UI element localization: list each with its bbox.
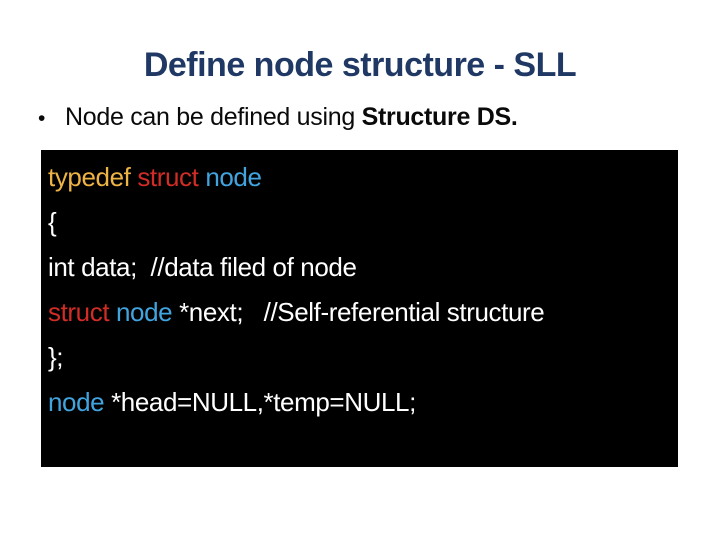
slide-title: Define node structure - SLL: [143, 46, 577, 84]
bullet-text-regular: Node can be defined using: [65, 103, 362, 131]
code-token: {: [48, 207, 57, 237]
code-token: node: [48, 387, 112, 417]
bullet-text-bold: Structure DS.: [361, 103, 518, 131]
code-token: };: [48, 342, 64, 372]
code-token: int data; //data filed of node: [48, 252, 357, 282]
code-token: node: [116, 297, 180, 327]
code-line-5: };: [48, 335, 678, 380]
code-token: struct: [48, 297, 116, 327]
code-line-6: node *head=NULL,*temp=NULL;: [48, 380, 678, 425]
code-token: struct: [137, 162, 206, 192]
code-line-2: {: [48, 200, 678, 245]
code-line-3: int data; //data filed of node: [48, 245, 678, 290]
code-token: *next; //Self-referential structure: [179, 297, 545, 327]
code-block: typedef struct node { int data; //data f…: [41, 150, 678, 467]
code-line-4: struct node *next; //Self-referential st…: [48, 290, 678, 335]
code-line-1: typedef struct node: [48, 155, 678, 200]
code-token: typedef: [48, 162, 138, 192]
bullet-icon: •: [38, 107, 46, 130]
bullet-item: • Node can be defined using Structure DS…: [38, 101, 698, 135]
code-token: *head=NULL,*temp=NULL;: [111, 387, 416, 417]
bullet-text: Node can be defined using Structure DS.: [65, 101, 518, 133]
code-token: node: [205, 162, 262, 192]
